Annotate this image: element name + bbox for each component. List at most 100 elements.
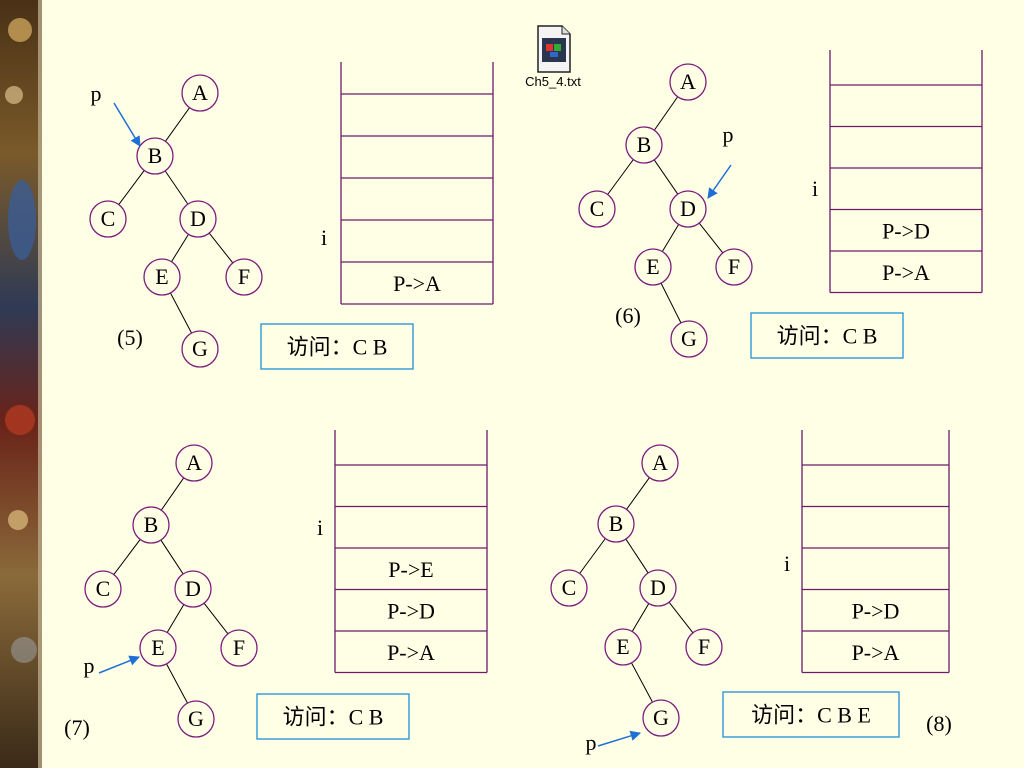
visit-border	[722, 691, 900, 738]
pointer-label: p	[84, 653, 95, 678]
stack: P->D P->A i	[812, 50, 983, 294]
tree-edge-eg	[166, 663, 188, 704]
visit-text: 访问：C B E	[751, 703, 871, 728]
tree-node-c: C	[84, 570, 122, 608]
tree-node-c: C	[550, 569, 588, 607]
node-label: E	[155, 264, 168, 289]
node-label: A	[652, 450, 668, 475]
tree-node-a: A	[181, 74, 219, 112]
tree-edge-ab	[160, 477, 185, 511]
node-circle	[597, 505, 635, 543]
stack-cell: P->E	[388, 557, 433, 582]
node-circle	[578, 190, 616, 228]
tree-edge-ab	[165, 107, 190, 142]
visit-text: 访问：C B	[287, 335, 388, 360]
tree-node-a: A	[669, 63, 707, 101]
tree-edge-bc	[118, 170, 145, 205]
node-label: C	[590, 196, 605, 221]
stack: P->DP->Ai	[784, 430, 950, 674]
visit-box: 访问：C B E	[722, 691, 900, 738]
visit-border	[750, 312, 904, 359]
visit-border	[256, 693, 410, 740]
tree-edge-df	[698, 222, 724, 254]
tree-node-d: D	[179, 200, 217, 238]
panel-label: (6)	[615, 303, 641, 328]
tree-node-f: F	[685, 628, 723, 666]
tree-edge-eg	[631, 662, 653, 703]
pointer-arrow	[597, 730, 642, 747]
node-label: E	[646, 254, 659, 279]
node-circle	[639, 569, 677, 607]
node-label: E	[151, 635, 164, 660]
stack-index-label: i	[812, 176, 818, 201]
tree-node-g: G	[177, 700, 215, 738]
tree-edge-df	[668, 601, 694, 634]
stack-cell: P->A	[393, 271, 441, 296]
node-label: G	[653, 705, 669, 730]
tree-node-d: D	[174, 570, 212, 608]
pointer-arrow	[98, 655, 140, 674]
node-label: A	[186, 450, 202, 475]
node-circle	[715, 248, 753, 286]
text-file-icon	[537, 25, 571, 73]
node-circle	[642, 699, 680, 737]
stack-cell: P->A	[852, 640, 900, 665]
stack-index-label: i	[317, 515, 323, 540]
node-circle	[179, 200, 217, 238]
node-label: E	[616, 634, 629, 659]
tree-node-e: E	[139, 629, 177, 667]
tree-edge-de	[166, 604, 185, 633]
stack-cell: P->D	[387, 598, 435, 623]
tree-node-g: G	[181, 330, 219, 368]
node-label: F	[728, 254, 740, 279]
tree-node-f: F	[220, 629, 258, 667]
tree-edge-de	[631, 603, 650, 632]
node-circle	[669, 190, 707, 228]
node-circle	[139, 629, 177, 667]
attachment[interactable]: Ch5_4.txt	[521, 24, 585, 94]
tree-edge-bd	[625, 538, 649, 574]
node-label: C	[562, 575, 577, 600]
visit-text: 访问：C B	[777, 324, 878, 349]
node-label: A	[680, 69, 696, 94]
node-label: F	[238, 264, 250, 289]
node-circle	[181, 330, 219, 368]
pointer-arrow	[113, 102, 141, 147]
tree-node-b: B	[597, 505, 635, 543]
panel-label: (8)	[926, 711, 952, 736]
pointer-label: p	[91, 81, 102, 106]
tree-edge-eg	[169, 292, 193, 334]
node-circle	[132, 506, 170, 544]
tree-edge-df	[208, 232, 234, 264]
stack: P->EP->DP->Ai	[317, 430, 488, 674]
node-circle	[225, 258, 263, 296]
tree-node-e: E	[634, 248, 672, 286]
tree-node-d: D	[639, 569, 677, 607]
node-circle	[641, 444, 679, 482]
panel-label: (5)	[117, 325, 143, 350]
tree-edge-bc	[607, 159, 634, 195]
node-label: B	[144, 512, 159, 537]
stack-cell: P->A	[882, 260, 930, 285]
node-circle	[625, 126, 663, 164]
node-circle	[84, 570, 122, 608]
tree-node-g: G	[642, 699, 680, 737]
tree-node-a: A	[175, 444, 213, 482]
node-circle	[89, 200, 127, 238]
attachment-filename: Ch5_4.txt	[525, 74, 581, 89]
node-label: F	[698, 634, 710, 659]
node-circle	[177, 700, 215, 738]
visit-border	[260, 323, 414, 370]
tree-edge-bd	[164, 170, 189, 205]
node-label: D	[680, 196, 696, 221]
stack-cell: P->D	[882, 218, 930, 243]
node-label: B	[148, 143, 163, 168]
tree-node-c: C	[89, 200, 127, 238]
pointer-label: p	[723, 122, 734, 147]
tree-edge-ab	[626, 477, 650, 510]
node-label: C	[101, 206, 116, 231]
